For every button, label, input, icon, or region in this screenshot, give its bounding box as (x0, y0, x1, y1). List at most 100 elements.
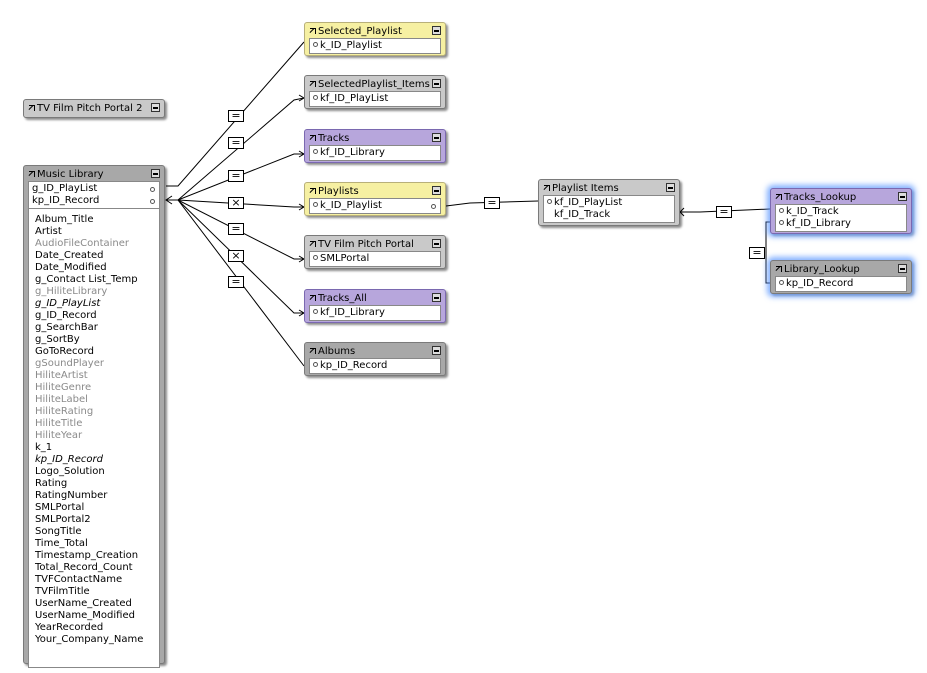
equals-operator-icon[interactable]: = (228, 137, 244, 149)
field-row[interactable]: TVFilmTitle (35, 586, 90, 597)
alias-icon (775, 265, 782, 272)
field-row[interactable]: HiliteLabel (35, 394, 88, 405)
collapse-icon[interactable] (432, 346, 441, 355)
collapse-icon[interactable] (432, 79, 441, 88)
collapse-icon[interactable] (666, 183, 675, 192)
table-title: Tracks_Lookup (784, 192, 857, 203)
table-albums[interactable]: Albums kp_ID_Record (304, 342, 446, 376)
key-fields: kf_ID_Library (309, 145, 441, 161)
field-row[interactable]: SMLPortal2 (35, 514, 91, 525)
equals-operator-icon[interactable]: = (228, 276, 244, 288)
table-selectedplaylist-items[interactable]: SelectedPlaylist_Items kf_ID_PlayList (304, 75, 446, 109)
field-row[interactable]: HiliteYear (35, 430, 83, 441)
field-row[interactable]: Time_Total (35, 538, 88, 549)
field-row[interactable]: gSoundPlayer (35, 358, 104, 369)
table-title: Library_Lookup (784, 264, 860, 275)
table-library-lookup[interactable]: Library_Lookup kp_ID_Record (770, 260, 912, 294)
field-row[interactable]: kp_ID_Record (35, 454, 103, 465)
key-field: kf_ID_Library (313, 147, 437, 159)
field-row[interactable]: k_1 (35, 442, 53, 453)
field-row[interactable]: HiliteTitle (35, 418, 83, 429)
link-playlist-items (445, 200, 539, 207)
key-field: kf_ID_Library (779, 218, 903, 230)
field-row[interactable]: g_SearchBar (35, 322, 98, 333)
field-row[interactable]: Timestamp_Creation (35, 550, 139, 561)
field-row[interactable]: SongTitle (35, 526, 82, 537)
alias-icon (309, 80, 316, 87)
field-row[interactable]: Total_Record_Count (35, 562, 133, 573)
field-row[interactable]: Rating (35, 478, 68, 489)
alias-icon (309, 294, 316, 301)
key-field: kp_ID_Record (779, 278, 903, 290)
table-playlists[interactable]: Playlists k_ID_Playlist (304, 182, 446, 216)
key-field: k_ID_Playlist (313, 200, 437, 212)
key-fields: k_ID_Track kf_ID_Library (775, 204, 907, 232)
field-row[interactable]: g_HiliteLibrary (35, 286, 108, 297)
key-fields: g_ID_PlayList kp_ID_Record (28, 181, 160, 209)
collapse-icon[interactable] (432, 293, 441, 302)
table-tracks-all[interactable]: Tracks_All kf_ID_Library (304, 289, 446, 323)
field-row[interactable]: Artist (35, 226, 62, 237)
key-connector-icon (547, 199, 552, 204)
field-row[interactable]: RatingNumber (35, 490, 108, 501)
field-row[interactable]: g_Contact List_Temp (35, 274, 138, 285)
key-field: g_ID_PlayList (32, 183, 156, 195)
link-tracks-lookup (680, 208, 771, 213)
field-row[interactable]: UserName_Created (35, 598, 132, 609)
collapse-icon[interactable] (151, 169, 160, 178)
equals-operator-icon[interactable]: = (228, 170, 244, 182)
equals-operator-icon[interactable]: = (484, 197, 500, 209)
field-row[interactable]: HiliteRating (35, 406, 94, 417)
alias-icon (775, 193, 782, 200)
field-row[interactable]: YearRecorded (35, 622, 104, 633)
table-title: Playlist Items (552, 183, 619, 194)
collapse-icon[interactable] (432, 239, 441, 248)
alias-icon (309, 240, 316, 247)
field-row[interactable]: g_ID_Record (35, 310, 97, 321)
equals-operator-icon[interactable]: = (716, 206, 732, 218)
field-row[interactable]: TVFContactName (35, 574, 123, 585)
table-tv-film-pitch-portal-2[interactable]: TV Film Pitch Portal 2 (23, 99, 165, 118)
cartesian-operator-icon[interactable]: × (228, 197, 244, 209)
field-row[interactable]: AudioFileContainer (35, 238, 130, 249)
key-connector-icon (313, 255, 318, 260)
collapse-icon[interactable] (432, 133, 441, 142)
cartesian-operator-icon[interactable]: × (228, 250, 244, 262)
field-row[interactable]: g_ID_PlayList (35, 298, 101, 309)
key-fields: kf_ID_PlayList kf_ID_Track (543, 195, 675, 223)
table-tv-film-pitch-portal[interactable]: TV Film Pitch Portal SMLPortal (304, 235, 446, 269)
table-title: Tracks (318, 133, 350, 144)
collapse-icon[interactable] (432, 26, 441, 35)
equals-operator-icon[interactable]: = (228, 110, 244, 122)
field-row[interactable]: SMLPortal (35, 502, 85, 513)
field-row[interactable]: g_SortBy (35, 334, 80, 345)
field-row[interactable]: Date_Created (35, 250, 104, 261)
key-field: kp_ID_Record (313, 360, 437, 372)
collapse-icon[interactable] (432, 186, 441, 195)
alias-icon (309, 187, 316, 194)
alias-icon (28, 104, 35, 111)
field-row[interactable]: Date_Modified (35, 262, 107, 273)
field-row[interactable]: GoToRecord (35, 346, 94, 357)
field-row[interactable]: Logo_Solution (35, 466, 105, 477)
table-tracks-lookup[interactable]: Tracks_Lookup k_ID_Track kf_ID_Library (770, 188, 912, 234)
collapse-icon[interactable] (151, 103, 160, 112)
equals-operator-icon[interactable]: = (228, 223, 244, 235)
alias-icon (543, 184, 550, 191)
key-field: kp_ID_Record (32, 195, 156, 207)
field-row[interactable]: HiliteGenre (35, 382, 92, 393)
collapse-icon[interactable] (898, 264, 907, 273)
table-title: Playlists (318, 186, 359, 197)
field-row[interactable]: Album_Title (35, 214, 94, 225)
field-row[interactable]: Your_Company_Name (35, 634, 144, 645)
table-selected-playlist[interactable]: Selected_Playlist k_ID_Playlist (304, 22, 446, 56)
equals-operator-icon[interactable]: = (749, 247, 765, 259)
collapse-icon[interactable] (898, 192, 907, 201)
table-music-library[interactable]: Music Library g_ID_PlayList kp_ID_Record… (23, 165, 165, 668)
key-connector-icon (313, 362, 318, 367)
table-playlist-items[interactable]: Playlist Items kf_ID_PlayList kf_ID_Trac… (538, 179, 680, 226)
table-tracks[interactable]: Tracks kf_ID_Library (304, 129, 446, 163)
field-row[interactable]: UserName_Modified (35, 610, 135, 621)
field-row[interactable]: HiliteArtist (35, 370, 88, 381)
